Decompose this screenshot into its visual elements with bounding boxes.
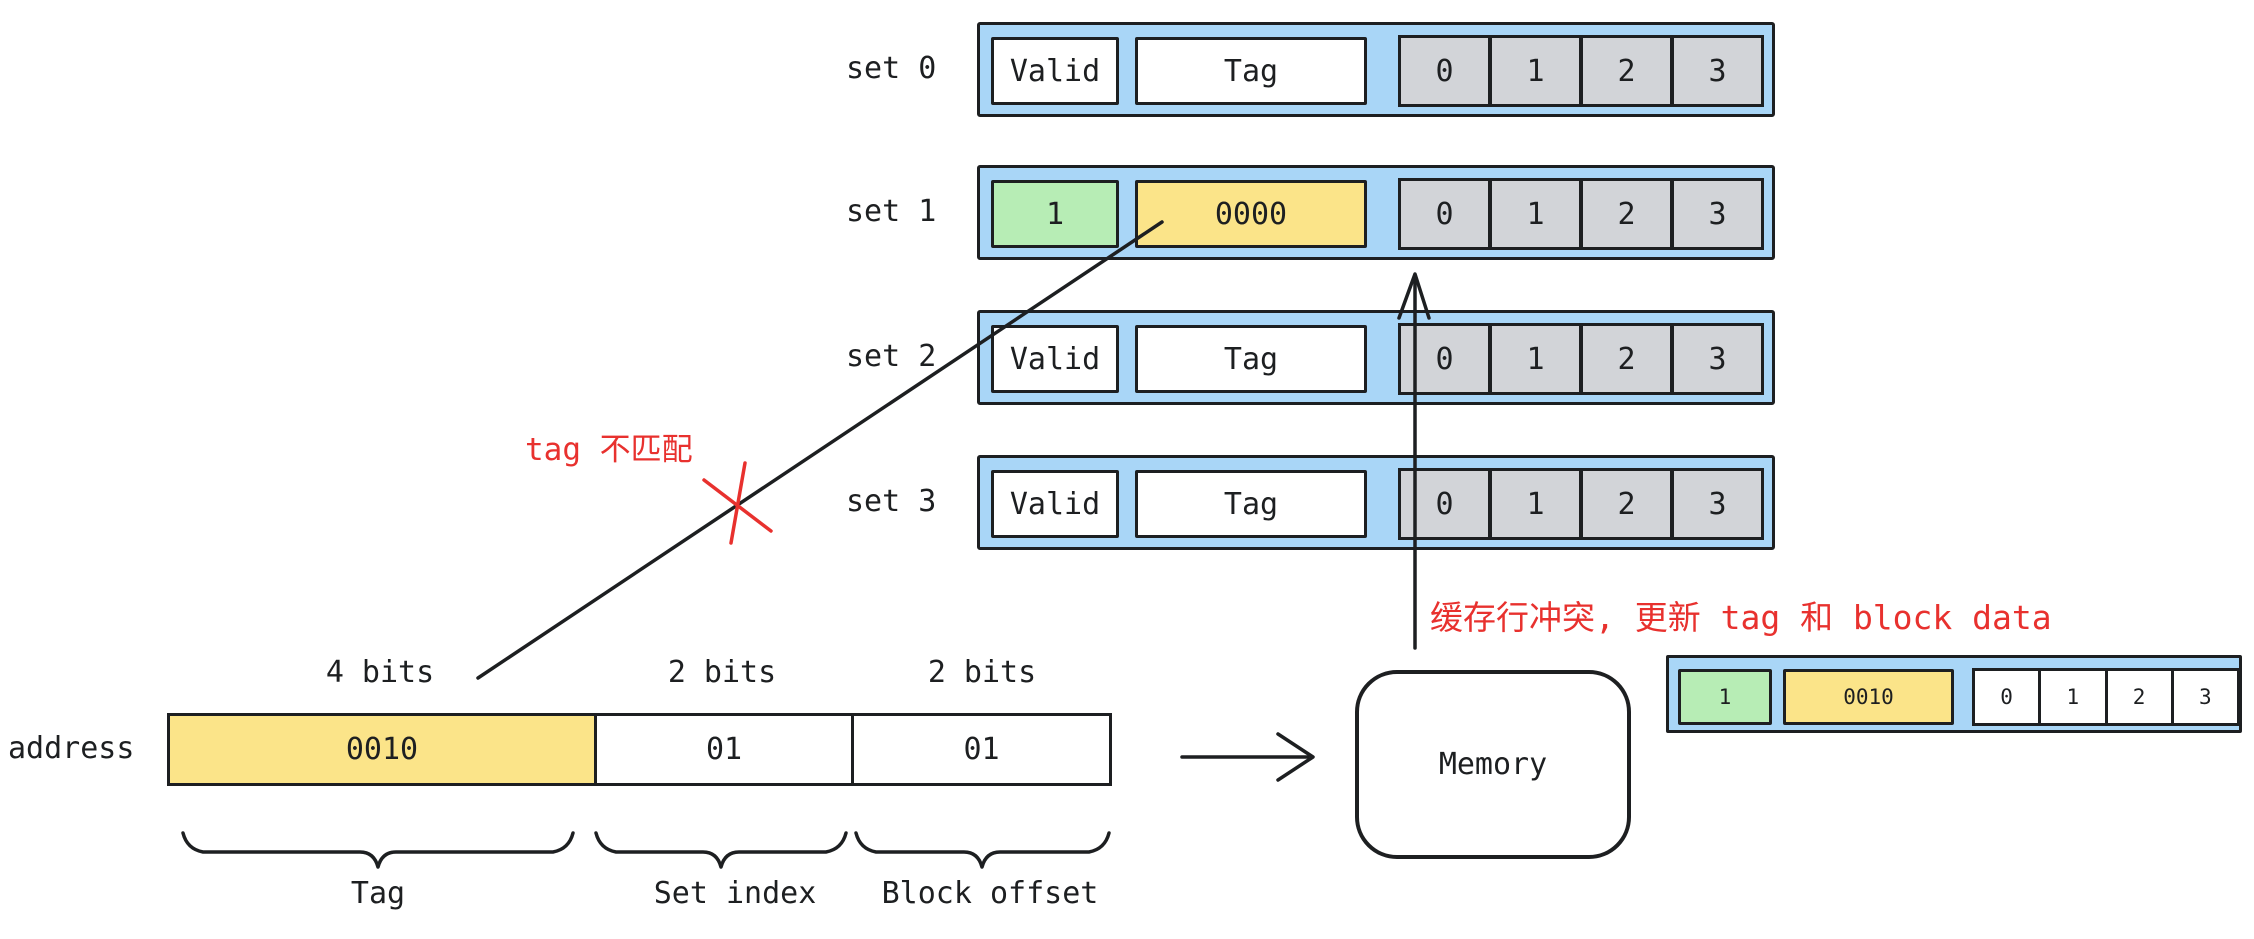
setindex-brace [594,831,848,869]
tag-mismatch-note: tag 不匹配 [525,432,693,468]
data-cell: 2 [1579,326,1670,392]
set0-label: set 0 [846,51,937,86]
data-cell: 2 [2104,671,2171,723]
set1-tag-box: 0000 [1135,180,1367,248]
set1-row: 1 0000 0 1 2 3 [977,165,1775,260]
data-cell: 1 [1488,326,1579,392]
data-cell: 1 [1488,471,1579,537]
data-cell: 0 [1435,486,1454,522]
data-cell: 0 [1435,53,1454,89]
updated-valid-box: 1 [1678,669,1772,725]
set0-data-blocks: 0 1 2 3 [1398,35,1764,107]
updated-data-blocks: 0 1 2 3 [1972,668,2240,726]
blockoffset-brace [854,831,1111,869]
set3-valid-box: Valid [991,470,1119,538]
updated-cache-line: 1 0010 0 1 2 3 [1666,655,2242,733]
data-cell: 3 [1670,38,1761,104]
data-cell: 0 [2000,685,2013,709]
data-cell: 0 [1435,196,1454,232]
set3-data-blocks: 0 1 2 3 [1398,468,1764,540]
set1-data-blocks: 0 1 2 3 [1398,178,1764,250]
set1-valid-box: 1 [991,180,1119,248]
data-cell: 3 [1670,181,1761,247]
data-cell: 3 [2170,671,2237,723]
set2-data-blocks: 0 1 2 3 [1398,323,1764,395]
set0-tag-box: Tag [1135,37,1367,105]
tag-brace [181,831,575,869]
set0-row: Valid Tag 0 1 2 3 [977,22,1775,117]
mismatch-cross-stroke [729,461,747,545]
tag-field-name: Tag [350,876,406,911]
set2-tag-box: Tag [1135,325,1367,393]
data-cell: 1 [1488,181,1579,247]
data-cell: 2 [1579,471,1670,537]
set3-tag-box: Tag [1135,470,1367,538]
cache-conflict-note: 缓存行冲突, 更新 tag 和 block data [1430,598,2052,637]
tag-bits-label: 4 bits [325,655,435,690]
setindex-field-name: Set index [653,876,817,911]
mismatch-cross-stroke [702,478,773,533]
memory-box: Memory [1355,670,1631,859]
set0-valid-box: Valid [991,37,1119,105]
blockoffset-field-name: Block offset [881,876,1099,911]
data-cell: 3 [1670,471,1761,537]
set2-valid-box: Valid [991,325,1119,393]
data-cell: 0 [1435,341,1454,377]
set3-row: Valid Tag 0 1 2 3 [977,455,1775,550]
arrowhead-right-icon [1276,732,1315,782]
setindex-bits-label: 2 bits [667,655,777,690]
address-bar: 0010 01 01 [167,713,1112,786]
address-setindex-field: 01 [594,716,851,783]
set2-row: Valid Tag 0 1 2 3 [977,310,1775,405]
data-cell: 2 [1579,38,1670,104]
address-tag-field: 0010 [170,716,594,783]
address-label: address [8,731,135,766]
updated-tag-box: 0010 [1783,669,1954,725]
data-cell: 1 [1488,38,1579,104]
address-blockoffset-field: 01 [851,716,1109,783]
data-cell: 1 [2038,671,2104,723]
blockoffset-bits-label: 2 bits [927,655,1037,690]
data-cell: 2 [1579,181,1670,247]
data-cell: 3 [1670,326,1761,392]
